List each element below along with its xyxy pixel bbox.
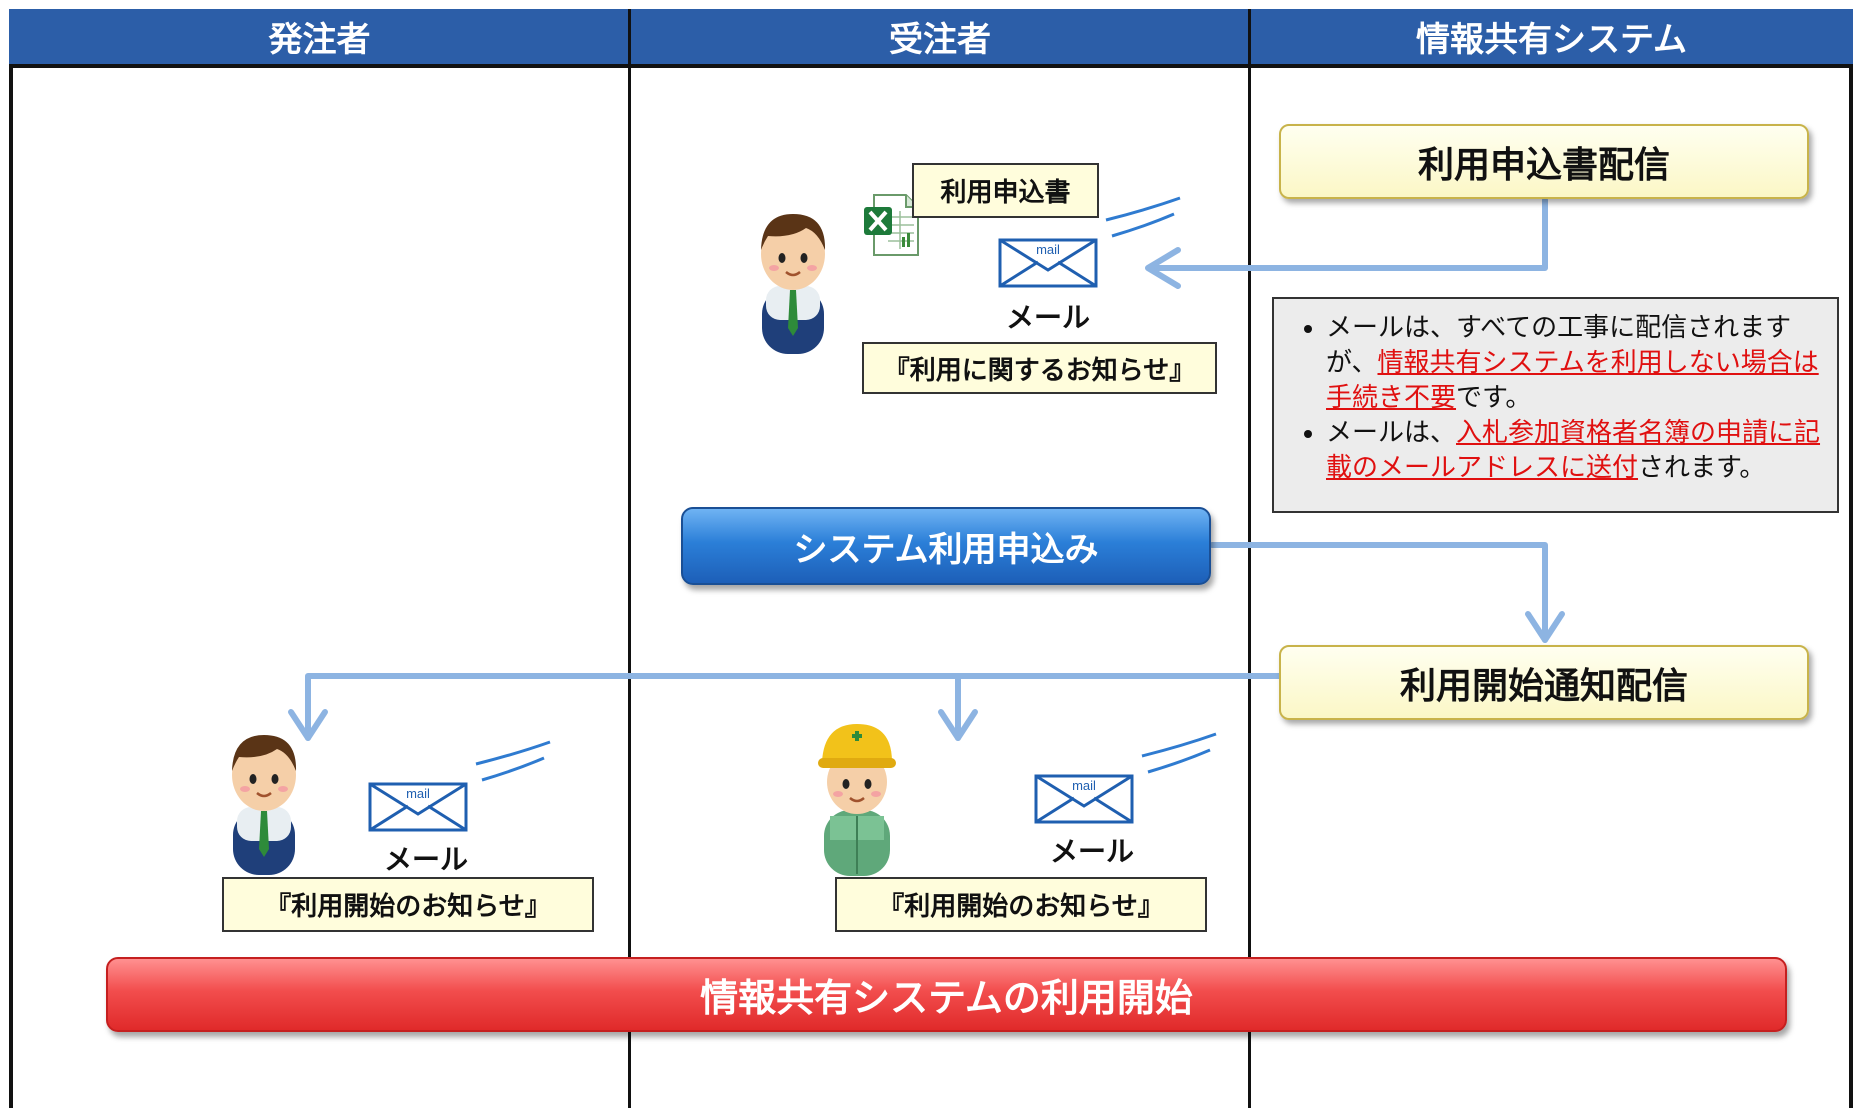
mail-icon-text: mail [1072, 778, 1096, 793]
arrow-head [1145, 247, 1181, 289]
mail-envelope-icon: mail [998, 196, 1181, 288]
column-divider [1248, 9, 1251, 1108]
mail-envelope-icon: mail [368, 740, 551, 832]
step-start-notice-distribution: 利用開始通知配信 [1279, 645, 1809, 720]
mail-icon-text: mail [1036, 242, 1060, 257]
mail-label: メール [1006, 301, 1091, 334]
column-header-contractor: 受注者 [630, 9, 1250, 68]
note-box: メールは、すべての工事に配信されますが、情報共有システムを利用しない場合は手続き… [1272, 297, 1839, 513]
column-divider [628, 9, 631, 1108]
step-distribute-form: 利用申込書配信 [1279, 124, 1809, 199]
mail-icon-text: mail [406, 786, 430, 801]
usage-start-banner[interactable]: 情報共有システムの利用開始 [106, 957, 1787, 1032]
note-text: です。 [1456, 383, 1532, 413]
arrow-apply-to-notice [1209, 542, 1548, 643]
system-apply-button[interactable]: システム利用申込み [681, 507, 1211, 585]
note-item: メールは、すべての工事に配信されますが、情報共有システムを利用しない場合は手続き… [1326, 311, 1825, 416]
arrow-notice-to-client [305, 673, 1283, 741]
start-notice-client-label: 『利用開始のお知らせ』 [222, 877, 594, 932]
arrow-form-to-contractor [1147, 197, 1548, 271]
construction-worker-icon [818, 724, 896, 876]
note-highlight: 情報共有システムを利用しない場合は手続き不要 [1326, 348, 1819, 413]
mail-envelope-icon: mail [1034, 732, 1217, 824]
column-header-system: 情報共有システム [1250, 9, 1853, 68]
note-highlight: 入札参加資格者名簿の申請に記載のメールアドレスに送付 [1326, 418, 1821, 483]
form-label: 利用申込書 [912, 163, 1099, 218]
start-notice-contractor-label: 『利用開始のお知らせ』 [835, 877, 1207, 932]
usage-notice-label: 『利用に関するお知らせ』 [862, 342, 1217, 394]
note-text: メールは、 [1326, 418, 1457, 448]
office-worker-icon [761, 214, 826, 354]
note-text: メールは、すべての工事に配信されますが、 [1326, 313, 1792, 378]
arrow-head [288, 709, 328, 741]
arrow-head [1525, 611, 1565, 643]
note-item: メールは、入札参加資格者名簿の申請に記載のメールアドレスに送付されます。 [1326, 416, 1825, 486]
mail-label: メール [1050, 835, 1135, 868]
arrow-head [938, 709, 978, 741]
column-header-client: 発注者 [9, 9, 630, 68]
office-worker-icon [232, 735, 297, 875]
mail-label: メール [384, 843, 469, 876]
note-text: されます。 [1638, 453, 1766, 483]
